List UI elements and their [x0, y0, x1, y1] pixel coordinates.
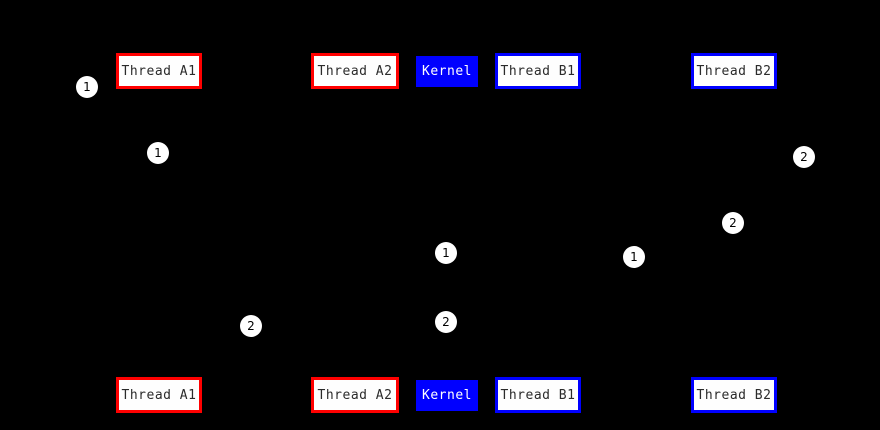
participant-label: Thread A2 — [317, 63, 393, 79]
participant-thread-b2-top[interactable]: Thread B2 — [691, 53, 777, 89]
participant-label: Kernel — [422, 64, 472, 79]
participant-label: Kernel — [422, 388, 472, 403]
lifeline-thread-a2 — [355, 89, 356, 377]
participant-thread-b1-top[interactable]: Thread B1 — [495, 53, 581, 89]
participant-label: Thread B2 — [696, 387, 772, 403]
participant-label: Thread B1 — [500, 63, 576, 79]
participant-label: Thread A1 — [121, 63, 197, 79]
badge-2-b2-self: 2 — [722, 212, 744, 234]
participant-label: Thread A1 — [121, 387, 197, 403]
msg-a2-2 — [251, 326, 355, 327]
participant-label: Thread B1 — [500, 387, 576, 403]
msg-b2-in — [734, 157, 804, 158]
badge-1-kernel: 1 — [435, 242, 457, 264]
participant-label: Thread A2 — [317, 387, 393, 403]
participant-thread-a2-top[interactable]: Thread A2 — [311, 53, 399, 89]
badge-1-a1-entry: 1 — [76, 76, 98, 98]
badge-1-b1: 1 — [623, 246, 645, 268]
participant-kernel-bottom[interactable]: Kernel — [416, 380, 478, 411]
lifeline-thread-b1 — [538, 89, 539, 377]
badge-1-a1-self: 1 — [147, 142, 169, 164]
participant-kernel-top[interactable]: Kernel — [416, 56, 478, 87]
lifeline-kernel — [447, 87, 448, 380]
participant-label: Thread B2 — [696, 63, 772, 79]
badge-2-b2-entry: 2 — [793, 146, 815, 168]
msg-b1-1 — [538, 257, 634, 258]
badge-2-kernel: 2 — [435, 311, 457, 333]
participant-thread-b1-bottom[interactable]: Thread B1 — [495, 377, 581, 413]
lifeline-thread-a1 — [159, 89, 160, 377]
participant-thread-a1-top[interactable]: Thread A1 — [116, 53, 202, 89]
participant-thread-a2-bottom[interactable]: Thread A2 — [311, 377, 399, 413]
participant-thread-a1-bottom[interactable]: Thread A1 — [116, 377, 202, 413]
participant-thread-b2-bottom[interactable]: Thread B2 — [691, 377, 777, 413]
badge-2-a2: 2 — [240, 315, 262, 337]
